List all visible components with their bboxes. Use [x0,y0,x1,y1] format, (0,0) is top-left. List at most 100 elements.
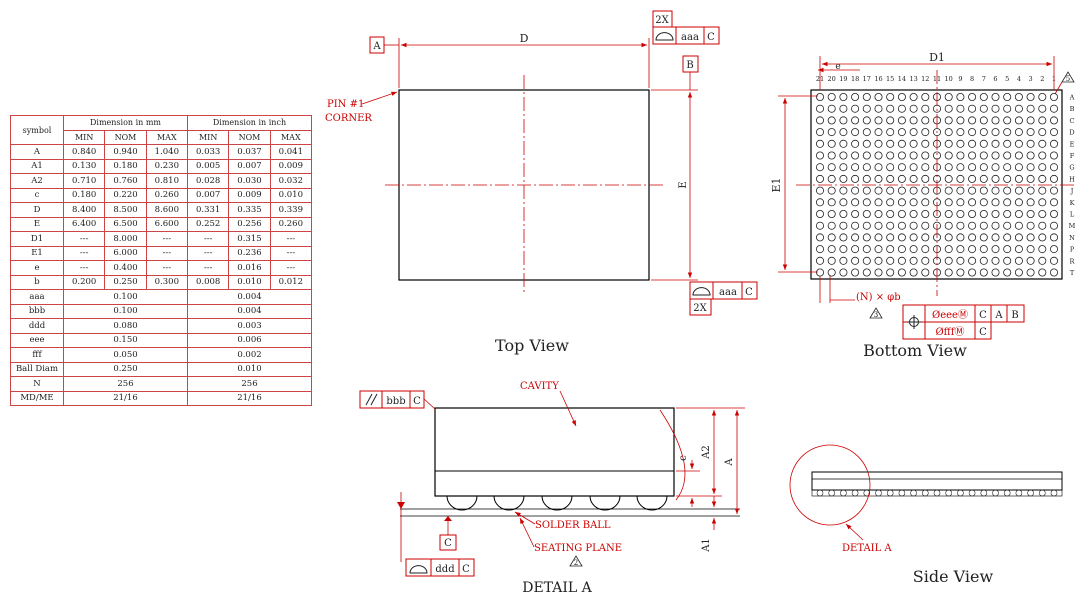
solder-ball [1014,245,1023,254]
solder-ball [991,151,1000,160]
solder-ball [874,198,883,207]
dimension-d-label: D [520,32,529,45]
solder-ball [816,209,825,218]
solder-ball [827,256,836,265]
column-number: 17 [863,75,871,83]
solder-ball [1003,139,1012,148]
dimension-d1-label: D1 [929,51,945,64]
solder-ball [909,128,918,137]
solder-ball [1003,268,1012,277]
solder-ball [862,93,871,102]
solder-ball [1038,198,1047,207]
solder-ball [968,233,977,242]
solder-ball [991,128,1000,137]
solder-ball [909,93,918,102]
side-solder-ball [933,489,941,497]
solder-ball [827,233,836,242]
side-ball-row [811,489,1063,497]
solder-ball [862,256,871,265]
column-number: 7 [982,75,986,83]
solder-ball [1003,186,1012,195]
solder-ball [1014,104,1023,113]
solder-ball [991,174,1000,183]
solder-ball [851,116,860,125]
column-number: 20 [828,75,836,83]
value-cell: 8.600 [145,202,188,218]
top-view: D A 2X aaa C E B aaa C 2X PIN #1 CORNER [325,10,758,355]
solder-ball [991,268,1000,277]
side-solder-ball [1027,489,1034,497]
row-letter: E [1070,140,1075,148]
sub-header: MAX [145,129,188,145]
solder-ball [897,209,906,218]
solder-ball [839,209,848,218]
solder-ball [851,93,860,102]
solder-ball [968,104,977,113]
solder-ball [1038,221,1047,230]
solder-ball [897,221,906,230]
parallelism-tol: bbb [386,396,405,407]
row-letter: T [1070,269,1075,277]
solder-ball [944,245,953,254]
solder-ball [851,104,860,113]
solder-ball [874,221,883,230]
solder-ball [886,198,895,207]
solder-ball [944,93,953,102]
solder-ball [1026,104,1035,113]
solder-ball [862,128,871,137]
column-number: 4 [1017,75,1021,83]
solder-ball [862,151,871,160]
column-number: 8 [970,75,974,83]
solder-ball [1050,93,1059,102]
solder-ball [909,209,918,218]
row-letter: L [1070,211,1075,219]
solder-ball [968,245,977,254]
flatness-top-tol: aaa [681,32,699,43]
solder-ball [886,163,895,172]
solder-ball [827,186,836,195]
side-solder-ball [851,489,859,497]
table-row: e---0.400------0.016--- [10,260,313,276]
solder-ball [874,163,883,172]
solder-ball [886,151,895,160]
solder-ball [827,268,836,277]
solder-ball [1003,163,1012,172]
solder-ball [921,245,930,254]
side-detail-label: DETAIL A [842,543,892,554]
solder-ball [968,163,977,172]
value-cell: 21/16 [186,390,313,406]
solder-ball [979,186,988,195]
detail-solder-ball [589,495,621,511]
solder-ball [968,128,977,137]
detail-a-title: DETAIL A [522,580,592,596]
solder-ball-label: SOLDER BALL [535,520,611,531]
solder-ball [862,209,871,218]
ball-grid [816,93,1059,277]
solder-ball [1003,174,1012,183]
solder-ball [944,116,953,125]
solder-ball [968,93,977,102]
solder-ball [839,174,848,183]
symbol-cell: Ball Diam [10,361,64,377]
solder-ball [1003,209,1012,218]
side-solder-ball [875,489,882,497]
solder-ball [851,268,860,277]
detail-solder-ball [446,495,478,511]
solder-ball [886,268,895,277]
solder-ball [816,163,825,172]
dimension-e1-label: E1 [770,177,783,192]
side-solder-ball [1003,489,1011,497]
side-solder-ball [980,489,988,497]
datum-b-box [682,55,699,73]
row-letter: N [1069,234,1075,242]
side-solder-ball [921,489,929,497]
side-solder-ball [945,489,953,497]
solder-ball [956,139,965,148]
cavity-label: CAVITY [520,381,559,392]
note-flag-3 [869,307,883,319]
solder-ball [979,139,988,148]
column-numbers: 212019181716151413121110987654321 [816,75,1056,83]
solder-ball [921,268,930,277]
